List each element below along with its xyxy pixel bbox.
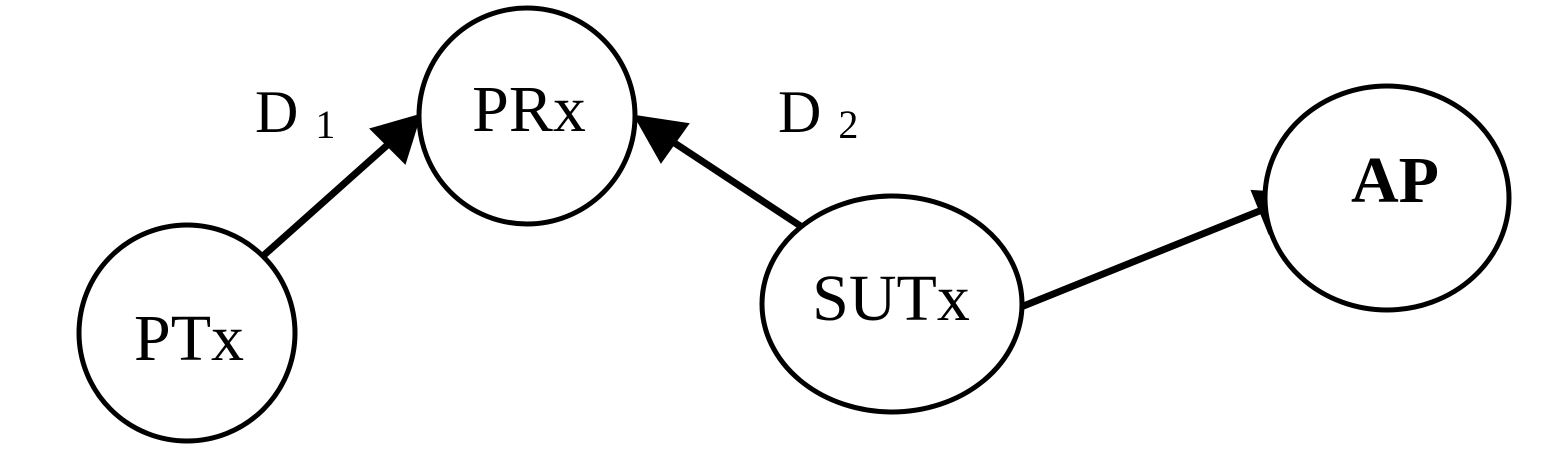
- edge-label-d2-sub: 2: [838, 102, 858, 147]
- edge-ptx-prx-line: [260, 137, 396, 259]
- node-ptx-shape: [76, 222, 298, 444]
- node-ptx: PTx: [76, 222, 298, 444]
- node-prx-label: PRx: [472, 73, 586, 146]
- edge-ptx-prx: [260, 113, 422, 259]
- node-sutx: SUTx: [759, 193, 1025, 415]
- node-ap-shape: [1262, 83, 1512, 313]
- node-prx-shape: [416, 5, 638, 227]
- edge-label-d1: D 1: [255, 79, 335, 147]
- edge-labels: D 1 D 2: [255, 79, 858, 147]
- arrowhead-prx-from-sutx: [633, 114, 690, 164]
- node-sutx-shape: [759, 193, 1025, 415]
- edge-sutx-ap-line: [1019, 206, 1264, 311]
- edges: [260, 113, 1304, 311]
- node-sutx-label: SUTx: [812, 262, 970, 335]
- edge-sutx-prx-line: [668, 137, 804, 230]
- node-ap: AP: [1262, 83, 1512, 313]
- edge-label-d1-sub: 1: [315, 102, 335, 147]
- nodes: PTx PRx SUTx AP: [76, 5, 1512, 444]
- edge-sutx-prx: [633, 114, 804, 230]
- node-ap-label: AP: [1351, 144, 1439, 217]
- edge-label-d2: D 2: [778, 79, 858, 147]
- node-prx: PRx: [416, 5, 638, 227]
- node-ptx-label: PTx: [134, 302, 244, 375]
- arrowhead-prx-from-ptx: [369, 113, 422, 165]
- edge-label-d1-main: D: [255, 79, 298, 145]
- edge-label-d2-main: D: [778, 79, 821, 145]
- edge-sutx-ap: [1019, 189, 1304, 311]
